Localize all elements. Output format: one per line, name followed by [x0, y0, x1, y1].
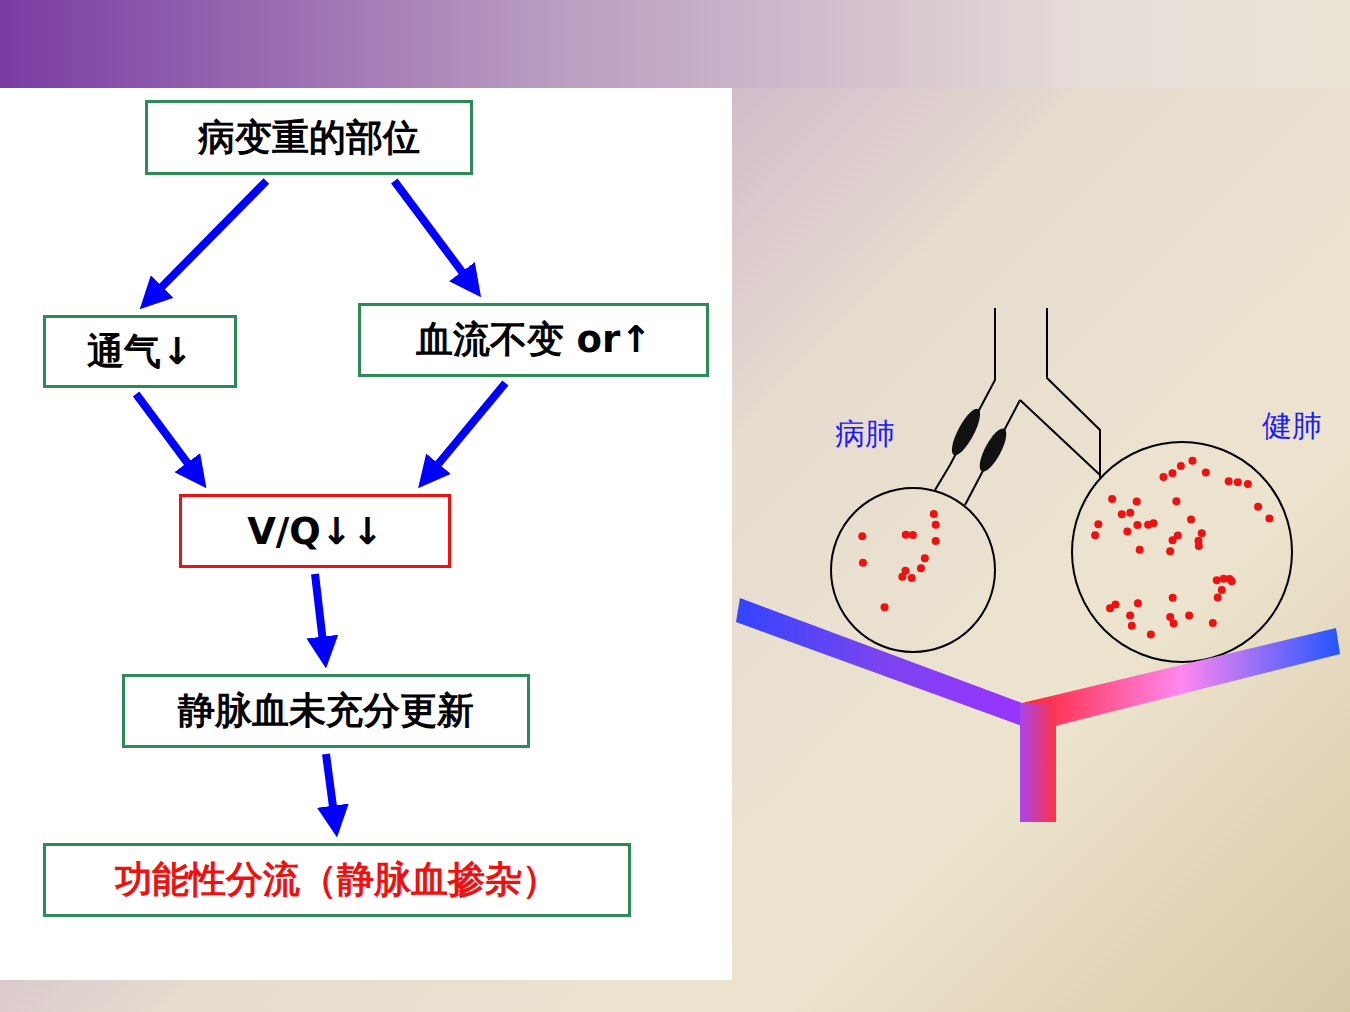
- lung-label: 病肺: [835, 414, 895, 455]
- conclusion-box: 功能性分流（静脉血掺杂）: [43, 843, 631, 917]
- result-box: V/Q↓↓: [179, 494, 451, 568]
- process-box: 通气↓: [43, 315, 237, 388]
- flow-arrow: [394, 181, 472, 286]
- mixed-vessel: [1020, 703, 1056, 822]
- node-text: 病变重的部位: [186, 113, 432, 163]
- title-band: [0, 0, 1350, 88]
- node-text: 静脉血未充分更新: [166, 686, 486, 736]
- lung-label: 健肺: [1262, 406, 1322, 447]
- vein-band: [736, 598, 1022, 726]
- oxygen-dots: [858, 457, 1273, 639]
- obstruction: [947, 405, 986, 458]
- flow-arrow: [427, 383, 505, 477]
- flow-arrow: [315, 574, 324, 654]
- node-text: 通气↓: [75, 327, 204, 377]
- artery-band: [1022, 628, 1340, 726]
- node-text: V/Q↓↓: [235, 510, 395, 553]
- process-box: 静脉血未充分更新: [122, 674, 530, 748]
- node-text: 功能性分流（静脉血掺杂）: [103, 855, 571, 905]
- node-text: 血流不变 or↑: [404, 315, 664, 365]
- process-box: 血流不变 or↑: [358, 303, 709, 377]
- flow-arrow: [150, 181, 267, 299]
- airway: [831, 308, 1292, 662]
- flow-arrow: [136, 394, 198, 477]
- process-box: 病变重的部位: [145, 100, 473, 175]
- flow-arrow: [326, 754, 335, 823]
- obstruction: [975, 425, 1012, 475]
